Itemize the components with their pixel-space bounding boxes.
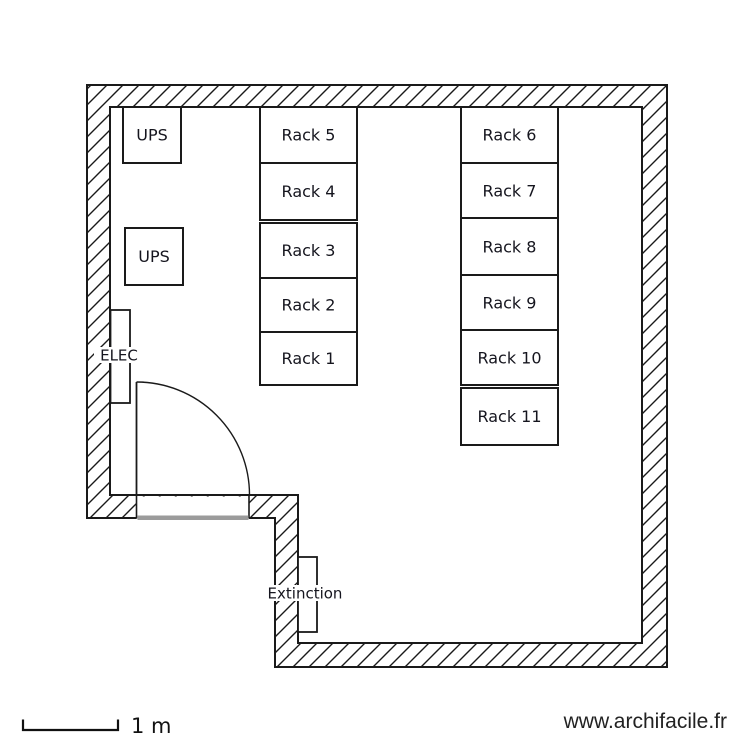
rack-label: Rack 10 (477, 349, 541, 368)
extinction-label-bg (259, 585, 352, 601)
ups-box (124, 227, 184, 286)
rack-box-1 (259, 331, 358, 386)
rack-box-8 (460, 217, 559, 276)
rack-label: Rack 2 (282, 296, 336, 315)
elec-label: ELEC (100, 347, 138, 365)
rack-box-11 (460, 387, 559, 446)
door-threshold (137, 515, 249, 520)
ups-label: UPS (136, 126, 168, 145)
rack-label: Rack 4 (282, 182, 336, 201)
rack-box-10 (460, 329, 559, 386)
rack-label: Rack 5 (282, 126, 336, 145)
door-jambs (135, 495, 250, 519)
website-watermark: www.archifacile.fr (563, 710, 727, 733)
rack-box-2 (259, 277, 358, 333)
door-swing-arc (136, 381, 251, 496)
scale-bar (21, 719, 120, 732)
ups-box (122, 106, 182, 164)
rack-box-6 (460, 106, 559, 164)
rack-label: Rack 1 (282, 349, 336, 368)
rack-label: Rack 8 (483, 238, 537, 257)
rack-label: Rack 6 (483, 126, 537, 145)
ups-label: UPS (138, 247, 170, 266)
rack-label: Rack 9 (483, 294, 537, 313)
rack-box-3 (259, 222, 358, 279)
rack-label: Rack 3 (282, 241, 336, 260)
rack-box-4 (259, 162, 358, 221)
elec-label-bg (94, 347, 144, 363)
wall-outline (86, 84, 668, 668)
rack-label: Rack 7 (483, 182, 537, 201)
rack-box-5 (259, 106, 358, 164)
rack-label: Rack 11 (477, 407, 541, 426)
scale-label: 1 m (131, 714, 172, 738)
extinction-label: Extinction (268, 585, 343, 603)
